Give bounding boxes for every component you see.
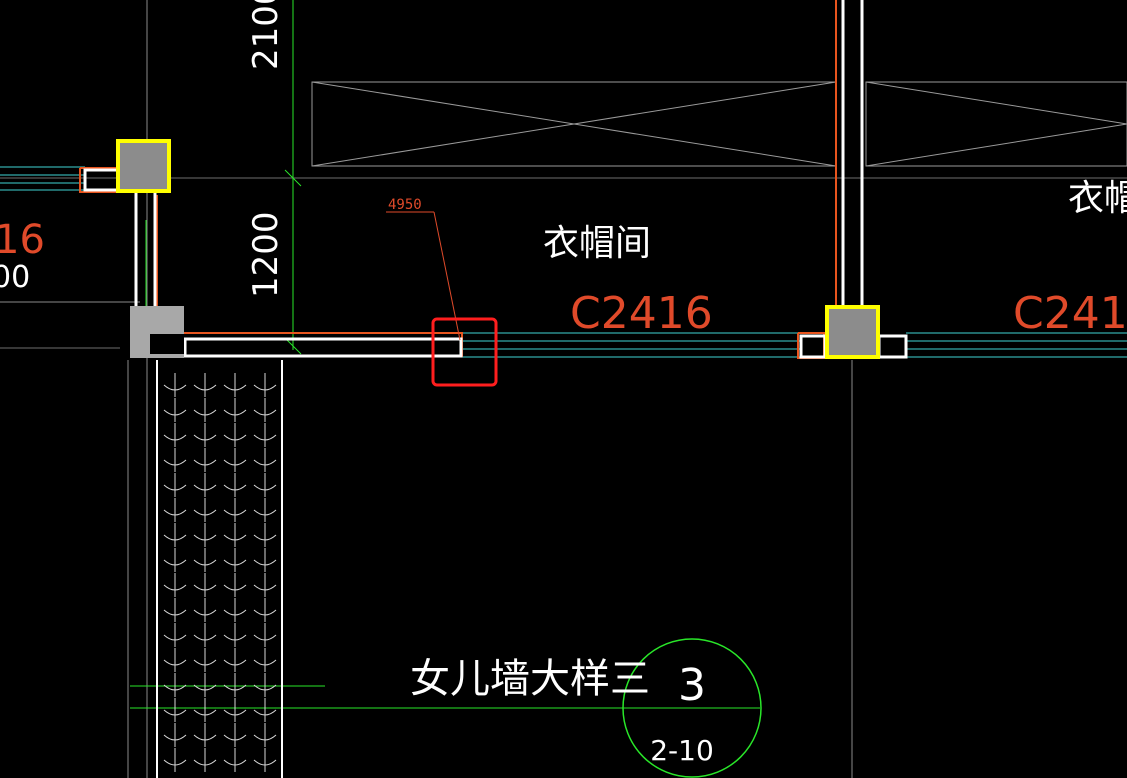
tile-scallop [253,748,277,772]
tile-scallop [193,448,217,472]
tile-scallop [223,623,247,647]
tile-scallop [223,548,247,572]
tile-scallop [253,473,277,497]
window-label-c2416-right: C2416 [1013,288,1127,339]
leader-label-4950: 4950 [388,197,422,213]
tile-scallop [223,598,247,622]
tile-scallop [163,398,187,422]
tile-scallop [163,598,187,622]
tile-scallop [193,523,217,547]
tile-scallop [193,648,217,672]
tile-scallop [163,648,187,672]
tile-scallop [193,498,217,522]
window-label-c2416: C2416 [570,288,713,339]
tile-scallop [163,448,187,472]
dim-text-1200: 1200 [246,211,286,298]
tile-scallop [223,423,247,447]
window-lines [0,166,1127,358]
tile-scallop [163,573,187,597]
tile-scallop [253,548,277,572]
roof-tile-pattern [163,373,277,772]
detail-callout-circle [622,638,762,778]
corner-column-notch [150,334,184,354]
tile-scallop [163,698,187,722]
left-label-partial: 16 [0,217,45,263]
tile-scallop [253,373,277,397]
tile-scallop [253,398,277,422]
tile-scallop [193,373,217,397]
column-top-left[interactable] [116,139,171,193]
detail-sheet: 2-10 [650,734,714,767]
tile-scallop [253,673,277,697]
dim-tick-mid [284,169,302,187]
detail-number: 3 [678,660,706,711]
tile-scallop [193,623,217,647]
tile-scallop [253,698,277,722]
dim-text-2100: 2100 [246,0,286,70]
tile-scallop [163,748,187,772]
tile-scallop [223,498,247,522]
tile-scallop [163,523,187,547]
tile-scallop [223,573,247,597]
tile-scallop [163,498,187,522]
tile-scallop [253,648,277,672]
wardrobe-left-diag2 [311,81,837,167]
tile-scallop [223,523,247,547]
tile-scallop [253,623,277,647]
tile-scallop [223,698,247,722]
room-label-cloakroom-right: 衣帽间 [1068,178,1127,219]
selection-highlight-box[interactable] [431,317,498,387]
column-bottom-right[interactable] [825,305,880,359]
tile-scallop [253,423,277,447]
tile-scallop [193,398,217,422]
tile-scallop [193,748,217,772]
tile-scallop [163,548,187,572]
tile-scallop [193,598,217,622]
dim-tick-bottom [284,337,302,355]
columns [116,139,880,359]
tile-scallop [163,473,187,497]
tile-scallop [193,548,217,572]
wardrobe-cabinet [311,81,1127,167]
tile-scallop [253,598,277,622]
tile-scallop [223,723,247,747]
tile-scallop [223,373,247,397]
tile-scallop [223,748,247,772]
tile-scallop [163,723,187,747]
tile-scallop [193,573,217,597]
wardrobe-right [865,81,1127,167]
tile-scallop [193,673,217,697]
tile-scallop [163,423,187,447]
wall-bottom-left [183,337,463,358]
tile-scallop [223,648,247,672]
tile-scallop [193,723,217,747]
wardrobe-right-diag2 [865,123,1127,167]
tile-scallop [163,673,187,697]
tile-scallop [253,573,277,597]
left-label-partial2: 00 [0,260,30,295]
room-label-cloakroom: 衣帽间 [543,223,651,264]
tile-scallop [253,723,277,747]
tile-scallop [193,698,217,722]
tile-scallop [223,673,247,697]
tile-scallop [163,373,187,397]
wardrobe-right-diag1 [865,81,1127,125]
tile-scallop [223,448,247,472]
tile-scallop [253,523,277,547]
tile-scallop [193,473,217,497]
tile-scallop [223,473,247,497]
tile-scallop [253,448,277,472]
tile-scallop [193,423,217,447]
tile-scallop [223,398,247,422]
tile-scallop [253,498,277,522]
tile-scallop [163,623,187,647]
detail-title: 女儿墙大样三 [410,656,650,702]
